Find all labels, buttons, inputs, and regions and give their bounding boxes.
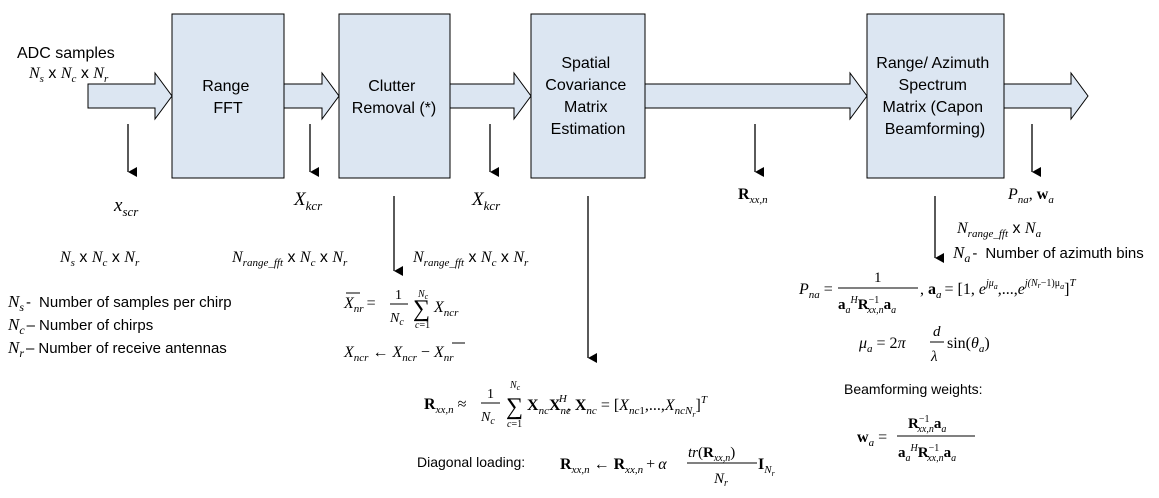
processing-blocks (171, 13, 1005, 179)
svg-text:1: 1 (395, 288, 402, 303)
svg-text:aaHR−1xx,naa: aaHR−1xx,naa (898, 443, 956, 464)
flow-arrow-clutter-to-cov (449, 71, 532, 121)
svg-text:μa= 2π: μa= 2π (858, 335, 907, 355)
svg-text:R−1xx,naa: R−1xx,naa (908, 414, 946, 435)
svg-text:Xncr←Xncr−Xnr: Xncr←Xncr−Xnr (343, 344, 454, 364)
range-fft-label: Range FFT (202, 78, 254, 117)
mu-formula: μa= 2π d λ sin(θa) (858, 324, 990, 365)
svg-text:Rxx,n←Rxx,n+α: Rxx,n←Rxx,n+α (560, 456, 667, 476)
svg-text:c=1: c=1 (507, 419, 522, 430)
signal-arrows (127, 124, 1041, 363)
svg-text:Xncr: Xncr (433, 299, 459, 319)
clutter-removal-block (338, 13, 451, 179)
flow-arrow-fft-to-clutter (283, 71, 340, 121)
svg-text:INr: INr (758, 456, 776, 478)
svg-text:wa=: wa= (857, 429, 887, 449)
range-fft-block (171, 13, 285, 179)
dims-label-2: Nrange_fft x Nc x Nr (231, 249, 348, 269)
flow-arrow-output (1003, 71, 1089, 121)
dims-label-4: Nrange_fft x Na (956, 220, 1042, 240)
svg-text:Nc: Nc (417, 289, 429, 301)
covariance-formula: Rxx,n≈ 1 Nc Nc ∑ c=1 XncXncH, Xnc= [Xnc1… (424, 380, 708, 430)
svg-text:Nc: Nc (480, 410, 495, 427)
diagonal-loading-formula: Rxx,n←Rxx,n+α tr(Rxx,n) Nr INr (560, 445, 776, 489)
legend-azimuth-bins: Na-Number of azimuth bins (952, 243, 1144, 265)
main-flow-arrows (87, 71, 1089, 121)
flow-arrow-input (87, 71, 173, 121)
svg-text:tr(Rxx,n): tr(Rxx,n) (688, 445, 735, 464)
svg-text:Rxx,n≈: Rxx,n≈ (424, 396, 467, 416)
x-scr-label: xscr (113, 195, 139, 219)
svg-text:Nc: Nc (509, 380, 521, 392)
svg-text:∑: ∑ (413, 296, 430, 322)
adc-samples-title: ADC samples (17, 45, 115, 62)
svg-text:Pna=: Pna= (798, 281, 833, 301)
legend-chirps: Nc–Number of chirps (7, 315, 153, 337)
svg-text:, aa= [1, ejμa,...,ej(Nr−1)μa]: , aa= [1, ejμa,...,ej(Nr−1)μa]T (920, 277, 1076, 301)
adc-samples-dims: Ns x Nc x Nr (28, 65, 109, 85)
svg-text:Nr: Nr (713, 471, 728, 489)
svg-text:aaHR−1xx,naa: aaHR−1xx,naa (838, 295, 896, 316)
x-kcr-label-2: Xkcr (471, 189, 501, 213)
dims-label-3: Nrange_fft x Nc x Nr (412, 249, 529, 269)
clutter-removal-formula: Xnr= 1 Nc Nc ∑ c=1 Xncr Xncr←Xncr−Xnr (343, 288, 465, 364)
covariance-block (530, 13, 646, 179)
svg-text:1: 1 (874, 270, 882, 286)
dims-label-1: Ns x Nc x Nr (59, 249, 140, 269)
svg-text:c=1: c=1 (415, 320, 430, 331)
svg-text:sin(θa): sin(θa) (947, 335, 990, 355)
x-kcr-label-1: Xkcr (293, 189, 323, 213)
r-xxn-label: Rxx,n (738, 186, 768, 206)
capon-label: Range/ Azimuth Spectrum Matrix (Capon Be… (876, 55, 993, 138)
diagonal-loading-label: Diagonal loading: (417, 454, 525, 470)
p-w-label: Pna, wa (1007, 186, 1054, 206)
legend-samples: Ns-Number of samples per chirp (7, 292, 232, 314)
beamforming-weights-label: Beamforming weights: (844, 381, 983, 397)
covariance-label: Spatial Covariance Matrix Estimation (545, 55, 630, 138)
svg-text:XncXncH, Xnc= [Xnc1,...,XncNr]: XncXncH, Xnc= [Xnc1,...,XncNr]T (527, 393, 708, 419)
flow-arrow-cov-to-capon (644, 71, 868, 121)
svg-text:d: d (933, 324, 941, 340)
svg-text:Xnr=: Xnr= (343, 295, 376, 315)
svg-text:Nc: Nc (389, 311, 404, 328)
svg-text:1: 1 (487, 387, 494, 402)
clutter-removal-label: Clutter Removal (*) (352, 78, 436, 117)
capon-block (866, 13, 1005, 179)
legend-antennas: Nr–Number of receive antennas (7, 338, 227, 360)
svg-text:λ: λ (930, 349, 938, 365)
svg-text:∑: ∑ (506, 394, 523, 420)
